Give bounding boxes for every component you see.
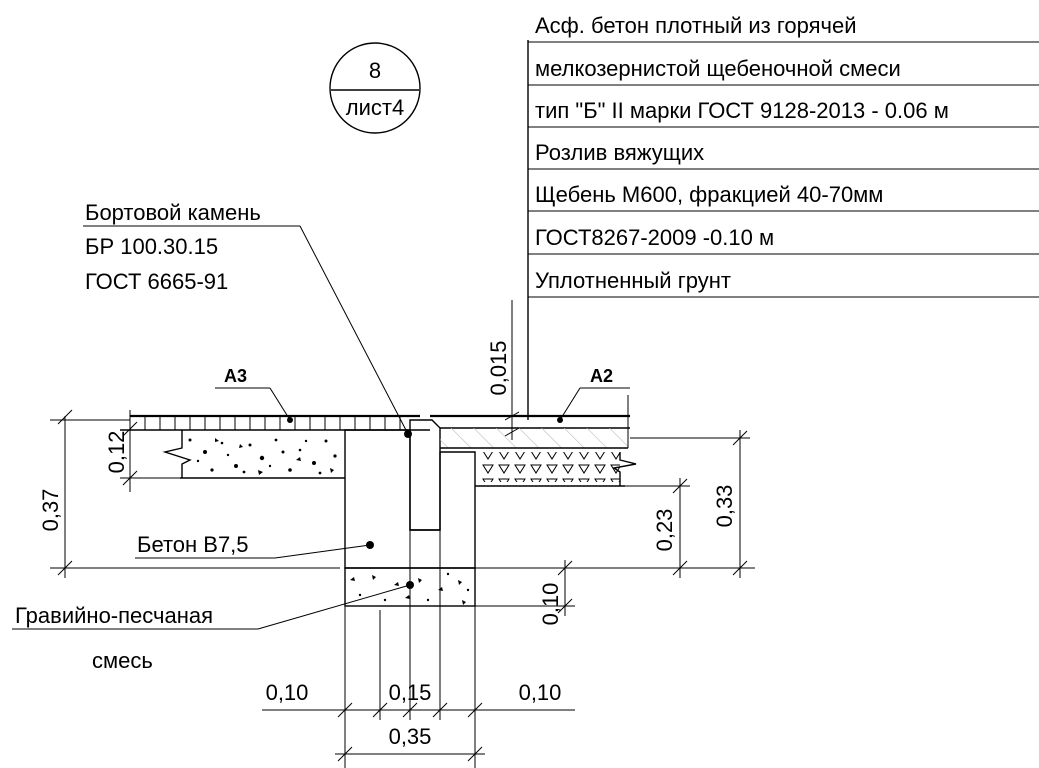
surface-label-a2: А2: [557, 366, 630, 423]
curb-gost: ГОСТ 6665-91: [85, 269, 228, 294]
curb-mark: БР 100.30.15: [85, 234, 218, 259]
dim-010-left: 0,10: [266, 680, 309, 705]
dimension-bottom-row: 0,10 0,15 0,10 0,35: [262, 530, 575, 768]
layer-line-3: тип "Б" II марки ГОСТ 9128-2013 - 0.06 м: [535, 98, 949, 123]
dim-012: 0,12: [104, 431, 129, 474]
concrete-label: Бетон В7,5: [135, 532, 374, 559]
dimension-012: 0,12: [104, 410, 180, 492]
dim-037: 0,37: [38, 489, 63, 532]
layer-legend: Асф. бетон плотный из горячей мелкозерни…: [527, 13, 1039, 420]
callout-circle: 8 лист4: [329, 42, 421, 134]
sidewalk-aggregate: [188, 438, 337, 475]
gravel-label: Гравийно-песчаная смесь: [12, 581, 414, 673]
curb-stone-label: Бортовой камень БР 100.30.15 ГОСТ 6665-9…: [83, 200, 412, 438]
layer-line-5: Щебень М600, фракцией 40-70мм: [535, 182, 883, 207]
dim-023: 0,23: [652, 509, 677, 552]
dimension-023: 0,23: [625, 478, 690, 578]
cross-section: [120, 395, 637, 610]
curb-title: Бортовой камень: [85, 200, 261, 225]
dim-0015: 0,015: [486, 340, 511, 395]
dim-010-right: 0,10: [519, 680, 562, 705]
layer-line-7: Уплотненный грунт: [535, 268, 731, 293]
dim-035: 0,35: [389, 724, 432, 749]
layer-line-6: ГОСТ8267-2009 -0.10 м: [535, 225, 774, 250]
dimension-010-vertical: 0,10: [475, 560, 575, 625]
gravel-text-1: Гравийно-песчаная: [15, 603, 213, 628]
surface-label-a3: А3: [215, 366, 293, 423]
dim-015: 0,15: [389, 680, 432, 705]
concrete-text: Бетон В7,5: [137, 532, 249, 557]
callout-number: 8: [369, 58, 381, 83]
gravel-text-2: смесь: [92, 648, 153, 673]
dimension-0015: 0,015: [486, 300, 520, 440]
callout-sheet: лист4: [346, 95, 404, 120]
layer-line-4: Розлив вяжущих: [535, 140, 704, 165]
a3-text: А3: [224, 366, 247, 386]
dimension-033: 0,33: [475, 430, 755, 578]
gravel-bed-aggregate: [350, 572, 470, 605]
layer-line-2: мелкозернистой щебеночной смеси: [535, 56, 901, 81]
dim-010-v: 0,10: [538, 583, 563, 626]
sidewalk-asphalt-ticks: [144, 416, 401, 430]
dim-033: 0,33: [712, 485, 737, 528]
layer-line-1: Асф. бетон плотный из горячей: [535, 13, 857, 38]
a2-text: А2: [590, 366, 613, 386]
dimension-037: 0,37: [38, 409, 340, 578]
